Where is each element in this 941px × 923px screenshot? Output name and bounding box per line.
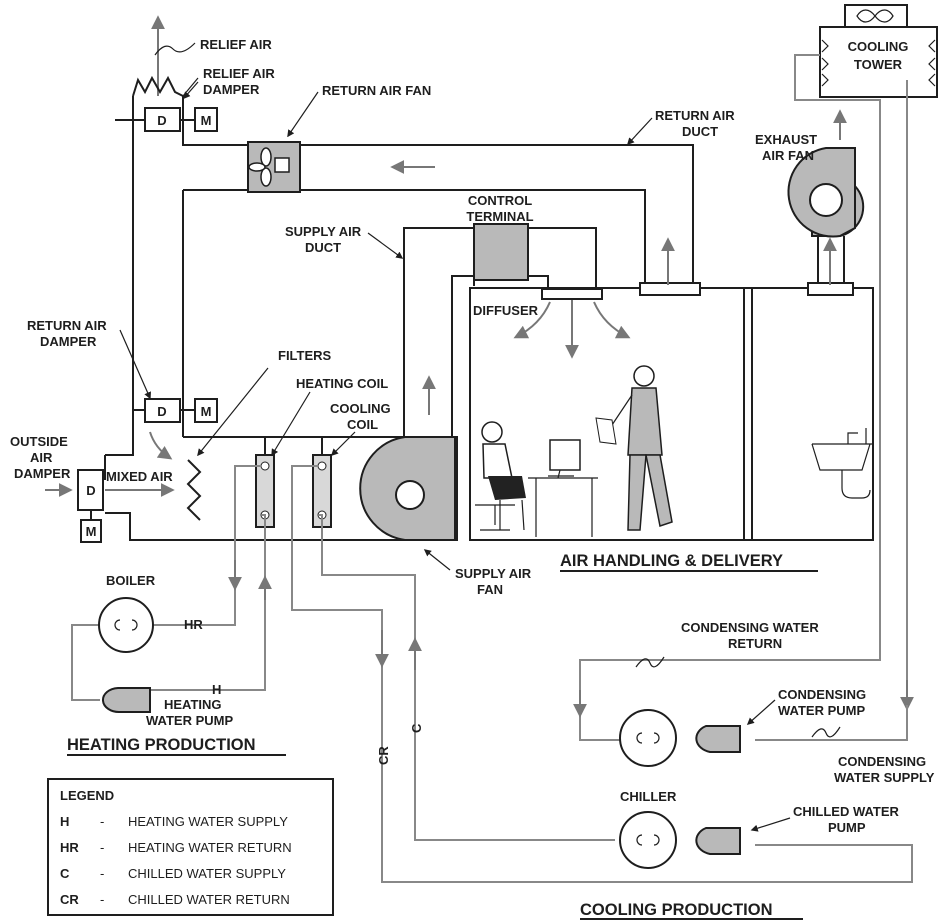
- svg-text:M: M: [201, 113, 212, 128]
- svg-text:-: -: [100, 866, 104, 881]
- legend-title: LEGEND: [60, 788, 114, 803]
- svg-text:DAMPER: DAMPER: [203, 82, 260, 97]
- label-relief-air: RELIEF AIR: [200, 37, 272, 52]
- svg-text:DUCT: DUCT: [682, 124, 718, 139]
- label-boiler: BOILER: [106, 573, 156, 588]
- svg-text:D: D: [86, 483, 95, 498]
- svg-text:-: -: [100, 892, 104, 907]
- office-occupants: [475, 365, 673, 537]
- heating-coil: [255, 437, 275, 540]
- svg-text:DAMPER: DAMPER: [40, 334, 97, 349]
- svg-text:M: M: [86, 524, 97, 539]
- svg-text:WATER SUPPLY: WATER SUPPLY: [834, 770, 935, 785]
- label-cooling-production: COOLING PRODUCTION: [580, 901, 773, 919]
- label-h: H: [212, 682, 221, 697]
- svg-text:TERMINAL: TERMINAL: [466, 209, 533, 224]
- label-cr: CR: [376, 746, 391, 765]
- svg-text:HR: HR: [60, 840, 79, 855]
- cooling-piping: [291, 465, 913, 883]
- diffuser-airflow: [513, 300, 631, 359]
- label-condensing-water-return: CONDENSING WATER: [681, 620, 819, 635]
- label-return-air-damper: RETURN AIR: [27, 318, 107, 333]
- diffuser: [541, 288, 603, 300]
- svg-text:D: D: [157, 404, 166, 419]
- label-heating-water-pump: HEATING: [164, 697, 222, 712]
- svg-text:-: -: [100, 840, 104, 855]
- condensing-piping: [573, 54, 914, 741]
- svg-text:TOWER: TOWER: [854, 57, 903, 72]
- label-chiller: CHILLER: [620, 789, 677, 804]
- svg-text:RETURN: RETURN: [728, 636, 782, 651]
- label-hr: HR: [184, 617, 203, 632]
- svg-text:CHILLED WATER SUPPLY: CHILLED WATER SUPPLY: [128, 866, 286, 881]
- cooling-tower: [819, 4, 938, 98]
- svg-text:CR: CR: [60, 892, 79, 907]
- svg-text:HEATING WATER SUPPLY: HEATING WATER SUPPLY: [128, 814, 288, 829]
- label-outside-air-damper: OUTSIDE: [10, 434, 68, 449]
- label-diffuser: DIFFUSER: [473, 303, 539, 318]
- legend: LEGEND H - HEATING WATER SUPPLY HR - HEA…: [47, 778, 334, 916]
- svg-text:H: H: [60, 814, 69, 829]
- return-air-fan: [247, 141, 301, 193]
- svg-text:DAMPER: DAMPER: [14, 466, 71, 481]
- svg-text:WATER PUMP: WATER PUMP: [146, 713, 233, 728]
- label-air-handling-delivery: AIR HANDLING & DELIVERY: [560, 552, 783, 570]
- label-condensing-water-supply: CONDENSING: [838, 754, 926, 769]
- svg-text:HEATING WATER RETURN: HEATING WATER RETURN: [128, 840, 292, 855]
- label-heating-coil: HEATING COIL: [296, 376, 388, 391]
- label-return-air-fan: RETURN AIR FAN: [322, 83, 431, 98]
- return-grille: [639, 282, 701, 296]
- labels: RELIEF AIR RELIEF AIR DAMPER RETURN AIR …: [10, 37, 935, 920]
- condensing-water-pump: [695, 725, 741, 753]
- heating-piping: [71, 465, 272, 701]
- chiller: [619, 811, 677, 869]
- svg-text:COIL: COIL: [347, 417, 378, 432]
- label-return-air-duct: RETURN AIR: [655, 108, 735, 123]
- control-terminal: [473, 223, 549, 289]
- svg-text:WATER PUMP: WATER PUMP: [778, 703, 865, 718]
- label-control-terminal: CONTROL: [468, 193, 532, 208]
- outside-air-damper: D M: [45, 469, 175, 543]
- svg-text:PUMP: PUMP: [828, 820, 866, 835]
- room: [469, 282, 874, 541]
- label-mixed-air: MIXED AIR: [106, 469, 173, 484]
- exhaust-air-fan: [787, 147, 865, 283]
- svg-text:CHILLED WATER RETURN: CHILLED WATER RETURN: [128, 892, 290, 907]
- label-cooling-coil: COOLING: [330, 401, 391, 416]
- label-chilled-water-pump: CHILLED WATER: [793, 804, 900, 819]
- relief-damper: D M: [144, 107, 218, 132]
- ductwork: [104, 96, 694, 541]
- label-c: C: [409, 723, 424, 733]
- svg-text:AIR: AIR: [30, 450, 53, 465]
- label-cooling-tower: COOLING: [848, 39, 909, 54]
- sink: [811, 428, 873, 499]
- svg-text:C: C: [60, 866, 70, 881]
- condenser: [619, 709, 677, 767]
- filters: [186, 459, 202, 521]
- label-supply-air-fan: SUPPLY AIR: [455, 566, 532, 581]
- heating-water-pump: [102, 687, 151, 714]
- label-relief-air-damper: RELIEF AIR: [203, 66, 275, 81]
- label-heating-production: HEATING PRODUCTION: [67, 736, 256, 754]
- svg-text:AIR FAN: AIR FAN: [762, 148, 814, 163]
- return-air-damper: D M: [133, 398, 218, 460]
- relief-air: [115, 15, 199, 121]
- supply-air-fan: [359, 436, 456, 541]
- boiler: [98, 597, 154, 653]
- svg-text:DUCT: DUCT: [305, 240, 341, 255]
- svg-text:FAN: FAN: [477, 582, 503, 597]
- svg-text:-: -: [100, 814, 104, 829]
- svg-text:M: M: [201, 404, 212, 419]
- label-exhaust-air-fan: EXHAUST: [755, 132, 817, 147]
- chilled-water-pump: [695, 827, 741, 855]
- svg-text:D: D: [157, 113, 166, 128]
- label-condensing-water-pump: CONDENSING: [778, 687, 866, 702]
- label-filters: FILTERS: [278, 348, 332, 363]
- label-supply-air-duct: SUPPLY AIR: [285, 224, 362, 239]
